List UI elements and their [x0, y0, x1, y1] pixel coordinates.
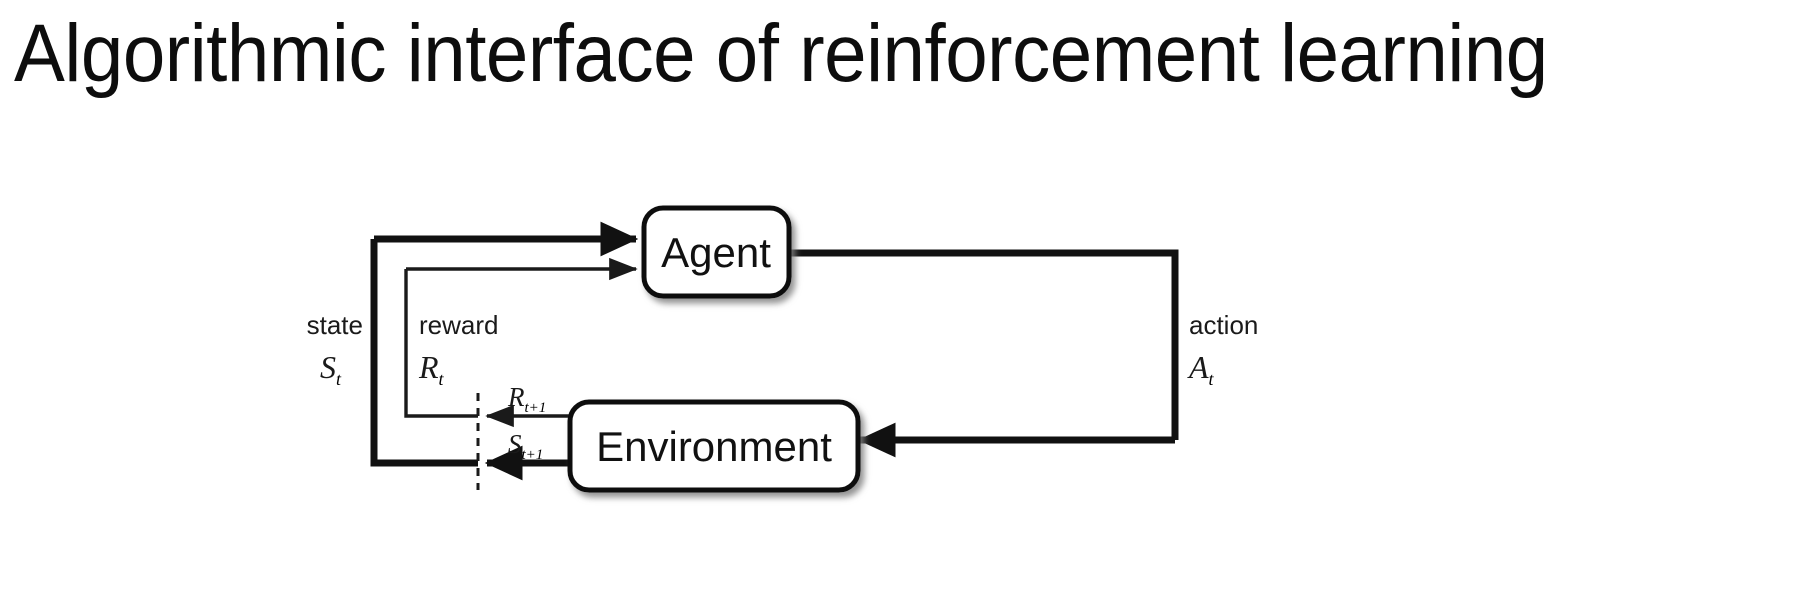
action-symbol-subscript: t: [1209, 369, 1215, 389]
reward-label-text: reward: [419, 310, 498, 340]
reward-symbol: Rt: [418, 349, 445, 389]
environment-label: Environment: [596, 423, 832, 470]
node-agent[interactable]: Agent: [641, 205, 792, 299]
action-symbol-base: A: [1187, 349, 1209, 385]
label-state-next: St+1: [508, 429, 543, 463]
reward-next-symbol: Rt+1: [507, 382, 546, 416]
state-symbol: St: [320, 349, 342, 389]
rl-loop-diagram: Agent Environment state St reward Rt: [0, 150, 1820, 594]
diagram-svg: Agent Environment state St reward Rt: [307, 205, 1258, 493]
node-environment[interactable]: Environment: [567, 399, 861, 493]
label-state: state St: [307, 310, 363, 389]
edge-state-to-agent: [370, 221, 639, 467]
state-symbol-base: S: [320, 349, 336, 385]
edge-reward-to-agent: [404, 257, 638, 418]
state-symbol-subscript: t: [336, 369, 342, 389]
action-symbol: At: [1187, 349, 1215, 389]
reward-next-symbol-base: R: [507, 382, 525, 412]
label-action: action At: [1187, 310, 1258, 389]
action-label-text: action: [1189, 310, 1258, 340]
reward-symbol-base: R: [418, 349, 439, 385]
state-next-symbol-base: S: [508, 429, 522, 459]
environment-box-shape: [567, 399, 861, 493]
edge-action-to-environment: [787, 249, 1179, 458]
reward-next-symbol-subscript: t+1: [525, 400, 547, 416]
reward-symbol-subscript: t: [439, 369, 445, 389]
agent-box-shape: [641, 205, 792, 299]
page-title: Algorithmic interface of reinforcement l…: [14, 8, 1548, 99]
state-next-symbol: St+1: [508, 429, 543, 463]
label-reward-next: Rt+1: [507, 382, 546, 416]
state-label-text: state: [307, 310, 363, 340]
state-next-symbol-subscript: t+1: [522, 447, 544, 463]
agent-label: Agent: [661, 229, 771, 276]
label-reward: reward Rt: [418, 310, 498, 389]
